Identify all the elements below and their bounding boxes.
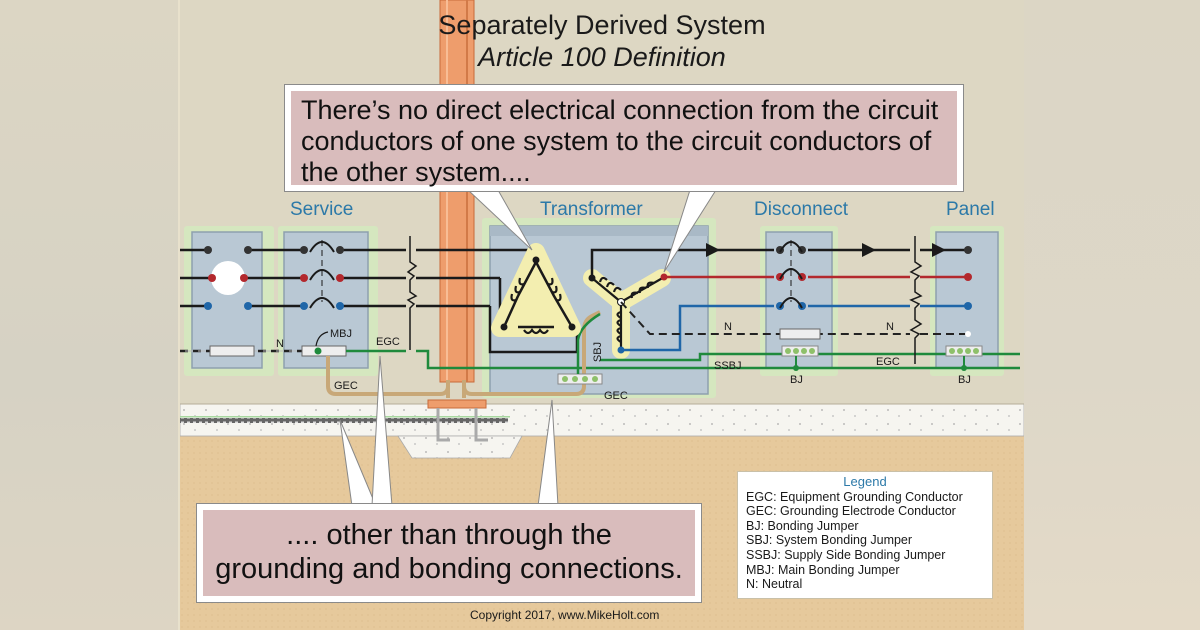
secondary-phase-c xyxy=(621,304,966,352)
meter-enclosure xyxy=(191,231,263,369)
label-egc-service: EGC xyxy=(376,336,400,348)
sbj-bar xyxy=(557,373,603,385)
flow-arrows xyxy=(706,243,946,257)
label-ssbj: SSBJ xyxy=(714,360,742,372)
service-breaker xyxy=(309,240,335,309)
service-conductors xyxy=(180,248,536,308)
egc-service xyxy=(346,349,1020,370)
legend-item: SBJ: System Bonding Jumper xyxy=(746,533,913,548)
label-n-service: N xyxy=(276,338,284,350)
label-mbj: MBJ xyxy=(330,328,352,340)
label-egc-panel: EGC xyxy=(876,356,900,368)
neutral-bar-service xyxy=(301,345,347,357)
secondary-neutral xyxy=(620,301,968,335)
label-gec-service: GEC xyxy=(334,380,358,392)
column-base-plate xyxy=(427,399,487,409)
label-gec-transformer: GEC xyxy=(604,390,628,402)
neutral-bar-disconnect xyxy=(779,328,821,340)
meter-glass xyxy=(211,261,245,295)
label-sbj: SBJ xyxy=(592,341,605,363)
callout-top: There’s no direct electrical connection … xyxy=(284,84,964,192)
legend-item: GEC: Grounding Electrode Conductor xyxy=(746,504,956,519)
diagram-canvas: Separately Derived System Article 100 De… xyxy=(178,0,1024,630)
break-symbol-feeder xyxy=(909,236,923,364)
copyright: Copyright 2017, www.MikeHolt.com xyxy=(470,608,660,622)
label-disconnect: Disconnect xyxy=(754,199,848,220)
diagram-subtitle: Article 100 Definition xyxy=(478,42,726,72)
callout-top-text: There’s no direct electrical connection … xyxy=(291,91,957,187)
concrete-footing xyxy=(397,435,523,459)
callout-bottom-text: .... other than through the grounding an… xyxy=(203,510,695,596)
ssbj xyxy=(600,352,780,362)
break-symbol-service xyxy=(406,236,418,350)
legend: Legend EGC: Equipment Grounding Conducto… xyxy=(737,471,993,599)
rebar-highlight xyxy=(180,416,510,418)
callout-bottom-line1: .... other than through the xyxy=(286,519,612,551)
label-service: Service xyxy=(290,199,354,220)
legend-item: EGC: Equipment Grounding Conductor xyxy=(746,489,963,504)
legend-item: BJ: Bonding Jumper xyxy=(746,518,859,533)
label-transformer: Transformer xyxy=(540,199,643,220)
label-bj-panel: BJ xyxy=(958,374,971,386)
gec-transformer xyxy=(462,310,601,396)
delta-coils xyxy=(510,277,562,335)
label-n-feeder: N xyxy=(886,321,894,333)
rebar xyxy=(180,418,508,423)
diagram-title: Separately Derived System xyxy=(438,10,766,40)
legend-item: SSBJ: Supply Side Bonding Jumper xyxy=(746,547,946,562)
disconnect-breaker xyxy=(779,240,803,309)
neutral-bar-meter xyxy=(209,345,255,357)
delta-primary-winding xyxy=(502,261,574,329)
label-bj-disconnect: BJ xyxy=(790,374,803,386)
gec-service xyxy=(326,356,450,396)
label-n-disconnect: N xyxy=(724,321,732,333)
legend-item: N: Neutral xyxy=(746,577,803,592)
legend-title: Legend xyxy=(843,474,887,489)
disconnect-enclosure xyxy=(765,231,833,369)
legend-item: MBJ: Main Bonding Jumper xyxy=(746,562,900,577)
label-panel: Panel xyxy=(946,199,995,220)
panel-enclosure xyxy=(935,231,999,369)
terminals-service xyxy=(204,246,344,310)
callout-bottom: .... other than through the grounding an… xyxy=(196,503,702,603)
ground-bar-disconnect xyxy=(781,345,819,357)
callout-bottom-line2: grounding and bonding connections. xyxy=(215,553,683,585)
left-margin xyxy=(0,0,178,630)
right-margin xyxy=(1022,0,1200,630)
service-enclosure xyxy=(283,231,369,369)
